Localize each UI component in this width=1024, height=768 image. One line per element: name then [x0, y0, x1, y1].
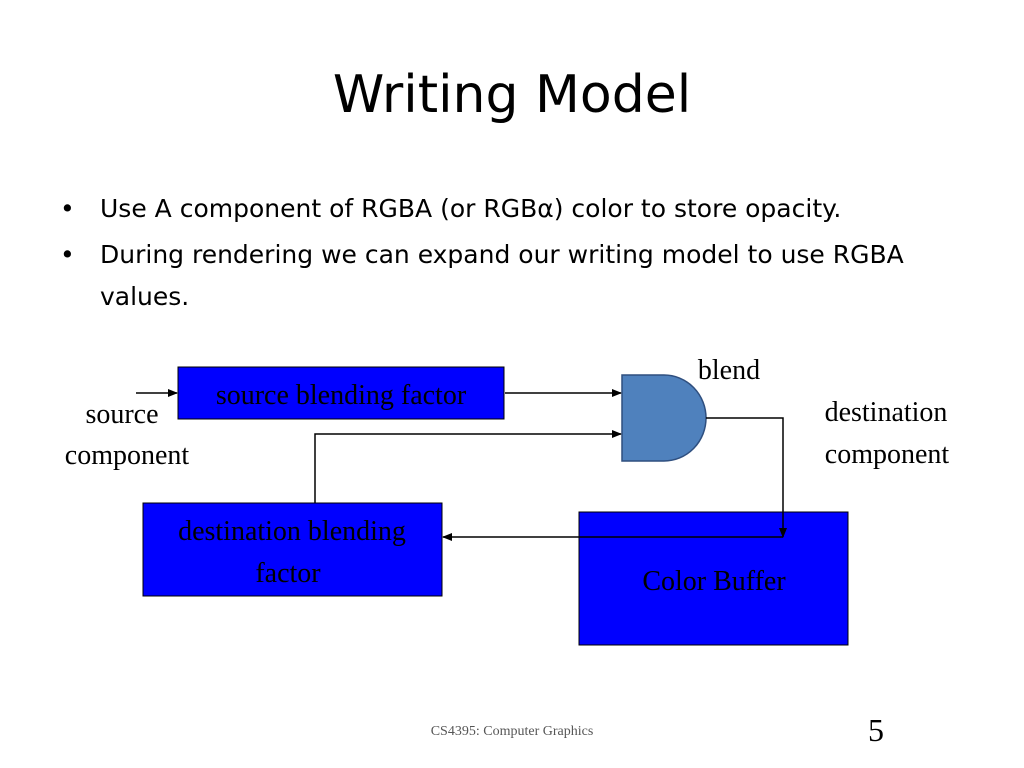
destination-component-label-line2: component	[825, 439, 950, 470]
blend-gate-icon	[621, 374, 707, 462]
bullet-item: • During rendering we can expand our wri…	[60, 234, 960, 318]
bullet-text: During rendering we can expand our writi…	[100, 240, 904, 311]
bullet-text: Use A component of RGBA (or RGBα) color …	[100, 194, 842, 223]
source-blending-factor-box	[177, 366, 505, 420]
blend-label: blend	[698, 355, 760, 386]
bullet-list: • Use A component of RGBA (or RGBα) colo…	[60, 188, 960, 322]
source-component-label-line1: source	[85, 399, 158, 430]
footer-course: CS4395: Computer Graphics	[430, 724, 594, 739]
destination-component-label-line1: destination	[825, 397, 948, 428]
slide-title: Writing Model	[332, 65, 692, 125]
color-buffer-box	[578, 511, 849, 646]
destination-blending-factor-label-line1: destination blending	[178, 516, 406, 547]
source-component-label-line2: component	[65, 440, 190, 471]
bullet-dot: •	[60, 194, 75, 223]
bullet-dot: •	[60, 240, 75, 269]
bullet-item: • Use A component of RGBA (or RGBα) colo…	[60, 188, 960, 230]
blend-to-color-buffer-arrow	[706, 417, 787, 538]
source-blending-factor-label: source blending factor	[216, 380, 467, 411]
color-buffer-label: Color Buffer	[642, 566, 786, 597]
slide-number: 5	[868, 712, 884, 748]
destination-blending-factor-label-line2: factor	[255, 558, 321, 589]
destination-blending-factor-box	[142, 502, 443, 597]
dest-factor-to-blend-arrow	[314, 430, 622, 503]
